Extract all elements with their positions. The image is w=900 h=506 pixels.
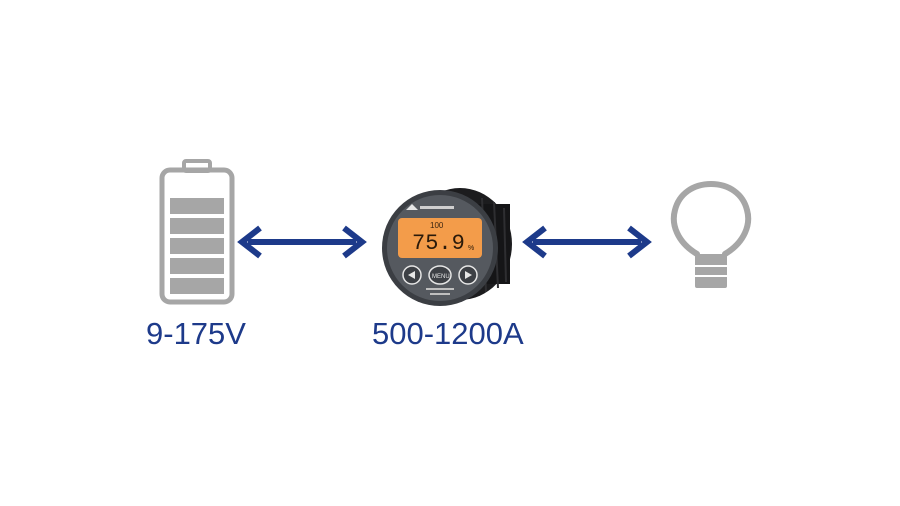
menu-button-label: MENU (432, 274, 450, 280)
double-arrow-icon-left (237, 225, 367, 259)
lcd-main-readout: 75.9 (412, 231, 465, 256)
battery-icon (159, 159, 235, 305)
battery-charge-bar (170, 258, 224, 274)
left-arrow-icon (408, 271, 415, 279)
brand-logo-text (420, 206, 454, 209)
monitor-current-label: 500-1200A (372, 316, 524, 351)
lcd-unit: % (468, 245, 474, 252)
device-model-print-2 (430, 293, 450, 295)
battery-charge-bar (170, 198, 224, 214)
battery-voltage-label: 9-175V (146, 316, 246, 351)
battery-charge-bar (170, 278, 224, 294)
battery-charge-bars (170, 198, 224, 294)
device-model-print (426, 288, 454, 290)
battery-charge-bar (170, 238, 224, 254)
double-arrow-icon-right (522, 225, 652, 259)
right-arrow-icon (465, 271, 472, 279)
battery-monitor-device: 100 75.9 % MENU (382, 188, 512, 306)
brand-logo-icon (406, 204, 418, 210)
lcd-display (398, 218, 482, 258)
battery-charge-bar (170, 218, 224, 234)
menu-button[interactable] (428, 265, 452, 285)
lcd-top-readout: 100 (430, 221, 444, 230)
light-bulb-icon (670, 180, 752, 288)
